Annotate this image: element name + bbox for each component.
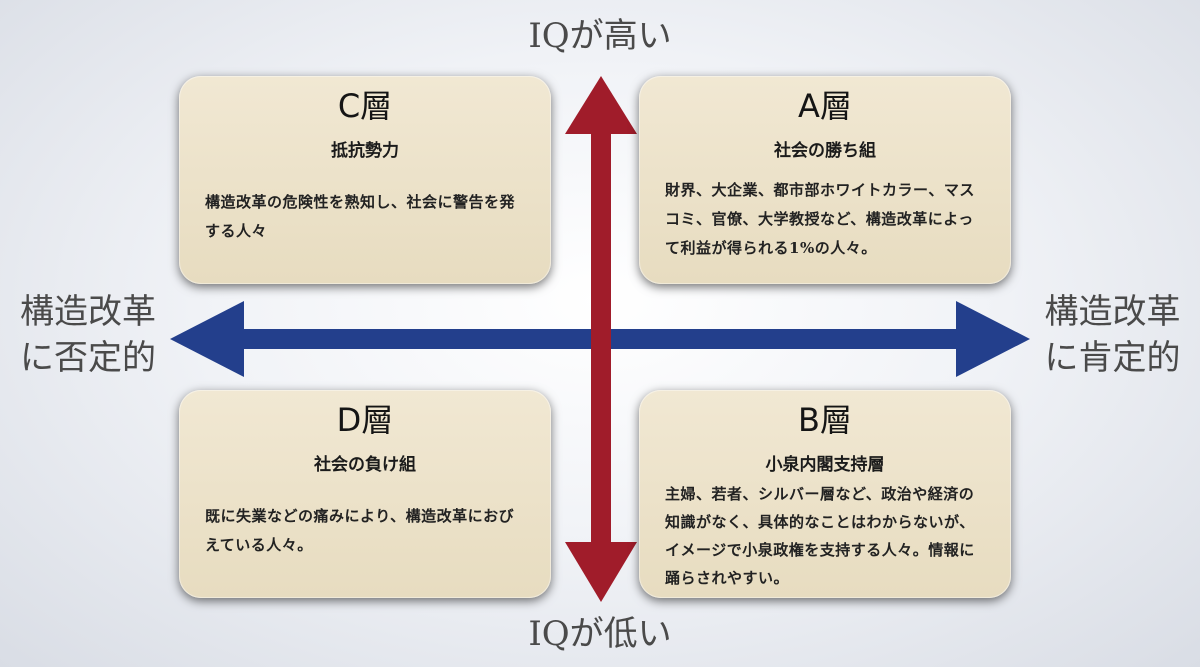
vertical-axis-arrow <box>565 76 637 602</box>
quadrant-title: B層 <box>798 401 852 439</box>
quadrant-description: 既に失業などの痛みにより、構造改革におびえている人々。 <box>205 507 515 554</box>
axis-label-negative-line2: に否定的 <box>20 337 156 378</box>
quadrant-card-b: B層 小泉内閣支持層 主婦、若者、シルバー層など、政治や経済の知識がなく、具体的… <box>639 390 1011 598</box>
quadrant-description: 構造改革の危険性を熟知し、社会に警告を発する人々 <box>205 193 516 240</box>
quadrant-description: 主婦、若者、シルバー層など、政治や経済の知識がなく、具体的なことはわからないが、… <box>665 485 975 587</box>
quadrant-card-c: C層 抵抗勢力 構造改革の危険性を熟知し、社会に警告を発する人々 <box>179 76 551 284</box>
axis-label-positive: 構造改革 に肯定的 <box>1030 290 1195 382</box>
axis-label-positive-line1: 構造改革 <box>1044 292 1181 332</box>
quadrant-description: 財界、大企業、都市部ホワイトカラー、マスコミ、官僚、大学教授など、構造改革によっ… <box>665 181 975 257</box>
quadrant-card-a: A層 社会の勝ち組 財界、大企業、都市部ホワイトカラー、マスコミ、官僚、大学教授… <box>639 76 1011 284</box>
quadrant-card-d: D層 社会の負け組 既に失業などの痛みにより、構造改革におびえている人々。 <box>179 390 551 598</box>
axis-label-negative: 構造改革 に否定的 <box>8 290 168 382</box>
axis-label-negative-line1: 構造改革 <box>20 292 156 332</box>
quadrant-subtitle: 小泉内閣支持層 <box>765 455 885 475</box>
quadrant-subtitle: 抵抗勢力 <box>331 141 399 161</box>
quadrant-title: D層 <box>336 401 394 439</box>
quadrant-title: C層 <box>337 87 393 125</box>
quadrant-subtitle: 社会の負け組 <box>314 455 416 475</box>
axis-label-iq-high: IQが高い <box>528 16 672 56</box>
quadrant-subtitle: 社会の勝ち組 <box>774 141 876 161</box>
axis-label-iq-low: IQが低い <box>528 614 672 654</box>
axis-label-positive-line2: に肯定的 <box>1044 337 1181 378</box>
quadrant-title: A層 <box>798 87 852 125</box>
